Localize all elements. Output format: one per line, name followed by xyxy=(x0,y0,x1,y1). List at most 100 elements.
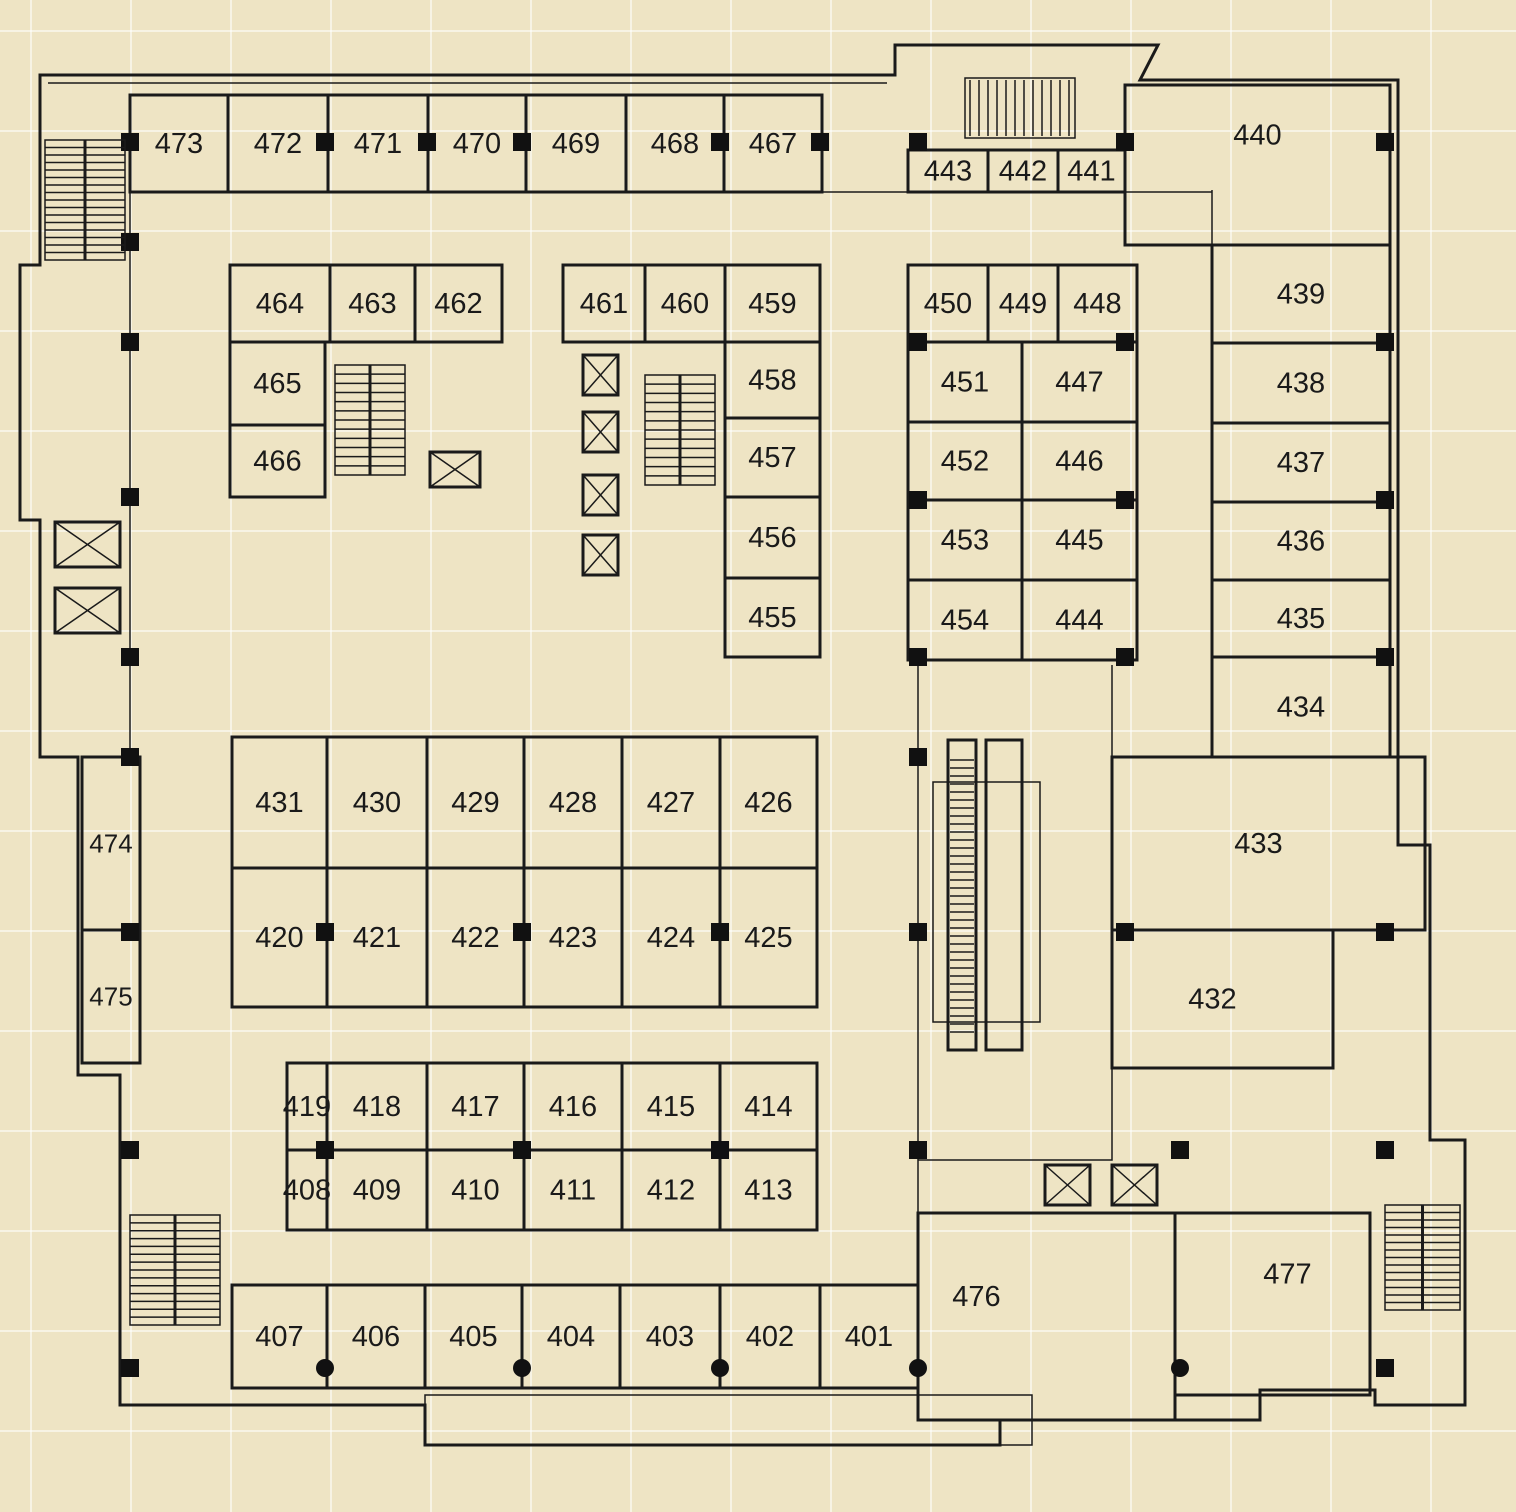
room-number: 405 xyxy=(449,1321,497,1353)
elevator-cross xyxy=(582,354,619,396)
room-415[interactable]: 415 xyxy=(620,1061,722,1152)
room-459[interactable]: 459 xyxy=(723,263,822,344)
room-442[interactable]: 442 xyxy=(986,148,1060,194)
room-430[interactable]: 430 xyxy=(325,735,429,870)
room-475[interactable]: 475 xyxy=(80,928,142,1065)
room-471[interactable]: 471 xyxy=(326,93,430,194)
room-number: 461 xyxy=(580,288,628,320)
room-477[interactable]: 477 xyxy=(1173,1211,1372,1397)
room-412[interactable]: 412 xyxy=(620,1148,722,1232)
room-426[interactable]: 426 xyxy=(718,735,819,870)
column xyxy=(513,133,531,151)
room-449[interactable]: 449 xyxy=(986,263,1060,344)
room-429[interactable]: 429 xyxy=(425,735,526,870)
room-465[interactable]: 465 xyxy=(228,340,327,427)
room-436[interactable]: 436 xyxy=(1210,500,1392,582)
room-425[interactable]: 425 xyxy=(718,866,819,1009)
room-406[interactable]: 406 xyxy=(325,1283,427,1390)
room-466[interactable]: 466 xyxy=(228,423,327,499)
room-461[interactable]: 461 xyxy=(561,263,647,344)
room-number: 467 xyxy=(749,128,797,160)
room-404[interactable]: 404 xyxy=(520,1283,622,1390)
room-464[interactable]: 464 xyxy=(228,263,332,344)
room-433[interactable]: 433 xyxy=(1110,755,1427,932)
room-452[interactable]: 452 xyxy=(906,420,1024,502)
room-444[interactable]: 444 xyxy=(1020,578,1139,662)
room-451[interactable]: 451 xyxy=(906,340,1024,424)
room-423[interactable]: 423 xyxy=(522,866,624,1009)
room-450[interactable]: 450 xyxy=(906,263,990,344)
room-number: 459 xyxy=(748,288,796,320)
room-411[interactable]: 411 xyxy=(522,1148,624,1232)
room-440[interactable]: 440 xyxy=(1123,83,1392,247)
elevator-icon xyxy=(581,533,620,577)
room-420[interactable]: 420 xyxy=(230,866,329,1009)
room-458[interactable]: 458 xyxy=(723,340,822,420)
room-467[interactable]: 467 xyxy=(722,93,824,194)
room-439[interactable]: 439 xyxy=(1210,243,1392,345)
room-number: 445 xyxy=(1055,525,1103,557)
room-number: 415 xyxy=(647,1091,695,1123)
room-number: 419 xyxy=(283,1091,331,1123)
room-403[interactable]: 403 xyxy=(618,1283,722,1390)
room-402[interactable]: 402 xyxy=(718,1283,822,1390)
column xyxy=(121,748,139,766)
elevator-cross xyxy=(1111,1164,1158,1206)
column xyxy=(121,488,139,506)
elevator-cross xyxy=(582,534,619,576)
room-437[interactable]: 437 xyxy=(1210,421,1392,504)
column xyxy=(1376,333,1394,351)
room-472[interactable]: 472 xyxy=(226,93,330,194)
room-463[interactable]: 463 xyxy=(328,263,417,344)
room-446[interactable]: 446 xyxy=(1020,420,1139,502)
room-422[interactable]: 422 xyxy=(425,866,526,1009)
room-410[interactable]: 410 xyxy=(425,1148,526,1232)
column xyxy=(1116,133,1134,151)
room-441[interactable]: 441 xyxy=(1056,148,1127,194)
room-405[interactable]: 405 xyxy=(423,1283,524,1390)
room-453[interactable]: 453 xyxy=(906,498,1024,582)
room-number: 406 xyxy=(352,1321,400,1353)
room-432[interactable]: 432 xyxy=(1110,928,1335,1070)
room-424[interactable]: 424 xyxy=(620,866,722,1009)
room-448[interactable]: 448 xyxy=(1056,263,1139,344)
room-417[interactable]: 417 xyxy=(425,1061,526,1152)
room-460[interactable]: 460 xyxy=(643,263,727,344)
room-476[interactable]: 476 xyxy=(916,1211,1177,1422)
room-434[interactable]: 434 xyxy=(1210,655,1392,759)
room-435[interactable]: 435 xyxy=(1210,578,1392,659)
room-409[interactable]: 409 xyxy=(325,1148,429,1232)
room-408[interactable]: 408 xyxy=(283,1148,331,1232)
room-413[interactable]: 413 xyxy=(718,1148,819,1232)
room-428[interactable]: 428 xyxy=(522,735,624,870)
room-418[interactable]: 418 xyxy=(325,1061,429,1152)
column xyxy=(513,1141,531,1159)
room-431[interactable]: 431 xyxy=(230,735,329,870)
room-462[interactable]: 462 xyxy=(413,263,504,344)
room-447[interactable]: 447 xyxy=(1020,340,1139,424)
room-469[interactable]: 469 xyxy=(524,93,628,194)
room-456[interactable]: 456 xyxy=(723,495,822,580)
room-457[interactable]: 457 xyxy=(723,416,822,499)
room-445[interactable]: 445 xyxy=(1020,498,1139,582)
room-414[interactable]: 414 xyxy=(718,1061,819,1152)
room-473[interactable]: 473 xyxy=(128,93,230,194)
room-474[interactable]: 474 xyxy=(80,755,142,932)
room-443[interactable]: 443 xyxy=(906,148,990,194)
escalator-left xyxy=(946,738,978,1052)
room-427[interactable]: 427 xyxy=(620,735,722,870)
room-number: 443 xyxy=(924,156,972,188)
room-407[interactable]: 407 xyxy=(230,1283,329,1390)
room-470[interactable]: 470 xyxy=(426,93,528,194)
room-438[interactable]: 438 xyxy=(1210,341,1392,425)
room-455[interactable]: 455 xyxy=(723,576,822,659)
room-421[interactable]: 421 xyxy=(325,866,429,1009)
room-416[interactable]: 416 xyxy=(522,1061,624,1152)
room-number: 434 xyxy=(1277,692,1325,724)
room-number: 414 xyxy=(744,1091,792,1123)
column xyxy=(811,133,829,151)
room-419[interactable]: 419 xyxy=(283,1061,331,1152)
room-468[interactable]: 468 xyxy=(624,93,726,194)
room-401[interactable]: 401 xyxy=(818,1283,920,1390)
